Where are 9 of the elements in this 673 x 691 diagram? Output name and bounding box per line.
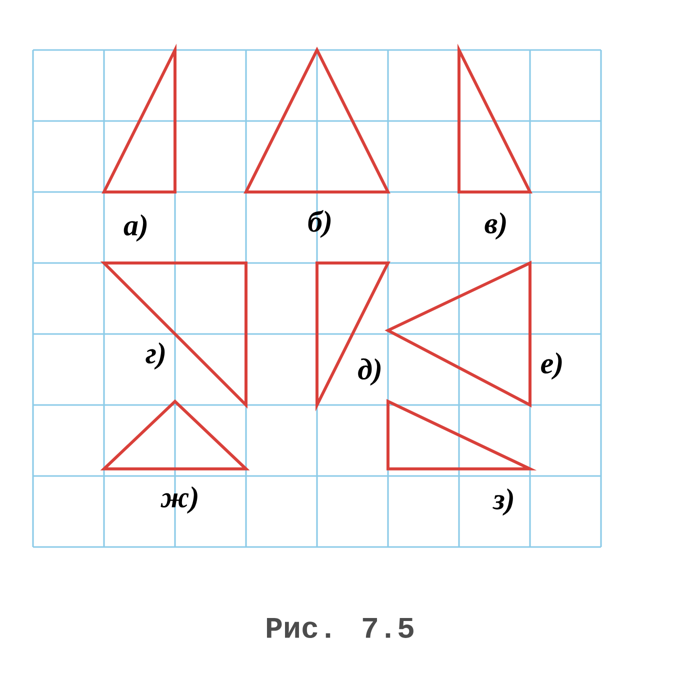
triangle-label: е) bbox=[541, 352, 562, 380]
triangle-label: ж) bbox=[160, 486, 198, 514]
triangle-label: з) bbox=[492, 488, 513, 516]
caption: Рис. 7.5 bbox=[266, 618, 414, 638]
triangle-label: г) bbox=[146, 342, 165, 370]
triangle-label: а) bbox=[124, 214, 147, 242]
triangle-label: д) bbox=[358, 358, 381, 386]
triangle-label: в) bbox=[484, 212, 506, 240]
triangle-label: б) bbox=[308, 210, 331, 238]
